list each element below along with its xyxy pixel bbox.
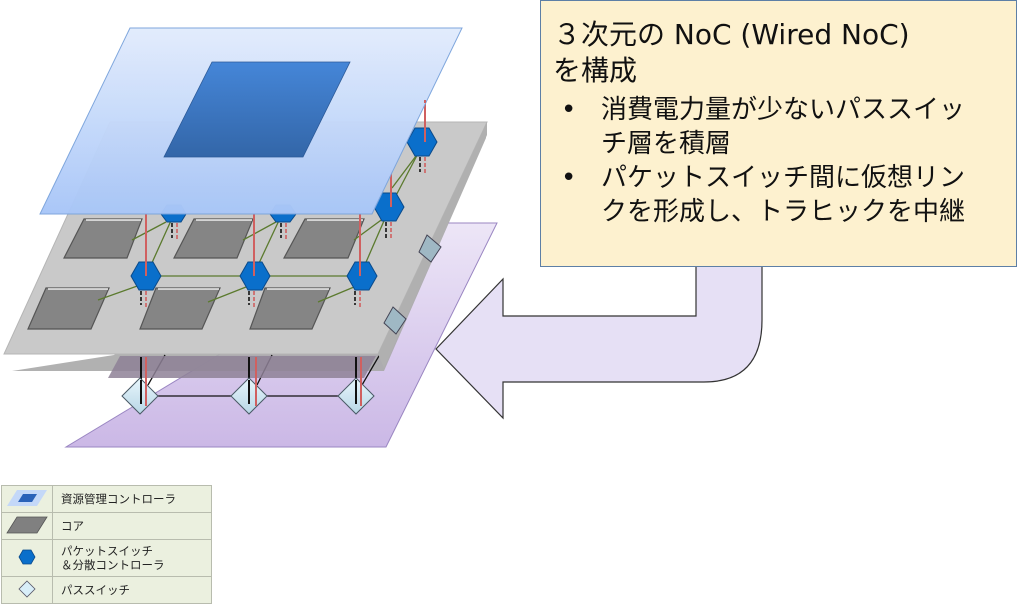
bullet-line: 消費電力量が少ないパススイッ (601, 95, 966, 125)
bullet-icon: • (561, 163, 577, 193)
core (173, 218, 254, 259)
legend-label: コア (52, 512, 212, 540)
callout-bullets: • 消費電力量が少ないパススイッ チ層を積層 • パケットスイッチ間に仮想リン … (553, 93, 1016, 229)
core (282, 218, 365, 259)
bullet-icon: • (561, 95, 577, 125)
legend-row: パススイッチ (1, 576, 212, 604)
callout-title-line2: を構成 (553, 54, 638, 87)
legend-label: パケットスイッチ (61, 544, 153, 558)
bullet-line: クを形成し、トラヒックを中継 (601, 197, 966, 227)
core (249, 287, 331, 330)
vertical-via-stubs (140, 157, 426, 308)
legend-row: 資源管理コントローラ (1, 485, 212, 513)
packet-switch (346, 261, 378, 291)
callout-title: ３次元の NoC (Wired NoC) を構成 (553, 17, 1016, 89)
legend-row: コア (1, 512, 212, 540)
packet-switch-icon (18, 549, 36, 564)
layer-overlap-shadow (108, 356, 376, 378)
description-callout: ３次元の NoC (Wired NoC) を構成 • 消費電力量が少ないパススイ… (540, 0, 1017, 267)
packet-switches (130, 127, 438, 291)
path-switch-icon (18, 579, 36, 598)
callout-title-line1: ３次元の NoC (Wired NoC) (553, 18, 910, 51)
bullet-line: チ層を積層 (601, 129, 732, 159)
bullet-line: パケットスイッチ間に仮想リン (601, 163, 966, 193)
resource-controller-icon (7, 489, 47, 506)
legend-label: パススイッチ (52, 576, 212, 604)
legend-label: 資源管理コントローラ (52, 485, 212, 513)
packet-switch (406, 127, 438, 157)
core (27, 287, 110, 330)
legend: 資源管理コントローラ コア パケットスイッチ ＆分散コントローラ パススイッチ (1, 485, 212, 604)
path-switch (383, 306, 407, 335)
legend-row: パケットスイッチ ＆分散コントローラ (1, 539, 212, 577)
path-switches (121, 377, 375, 415)
bullet-item: • パケットスイッチ間に仮想リン クを形成し、トラヒックを中継 (553, 161, 1016, 229)
callback-arrow (435, 265, 763, 420)
legend-label: ＆分散コントローラ (61, 558, 165, 572)
resource-controller (163, 61, 351, 158)
core-icon (6, 516, 48, 533)
core (139, 287, 221, 330)
vertical-links-upper (145, 100, 426, 276)
edge-path-switches (383, 234, 442, 335)
cores (27, 218, 365, 330)
core (63, 218, 143, 259)
bullet-item: • 消費電力量が少ないパススイッ チ層を積層 (553, 93, 1016, 161)
path-switch (418, 234, 442, 263)
